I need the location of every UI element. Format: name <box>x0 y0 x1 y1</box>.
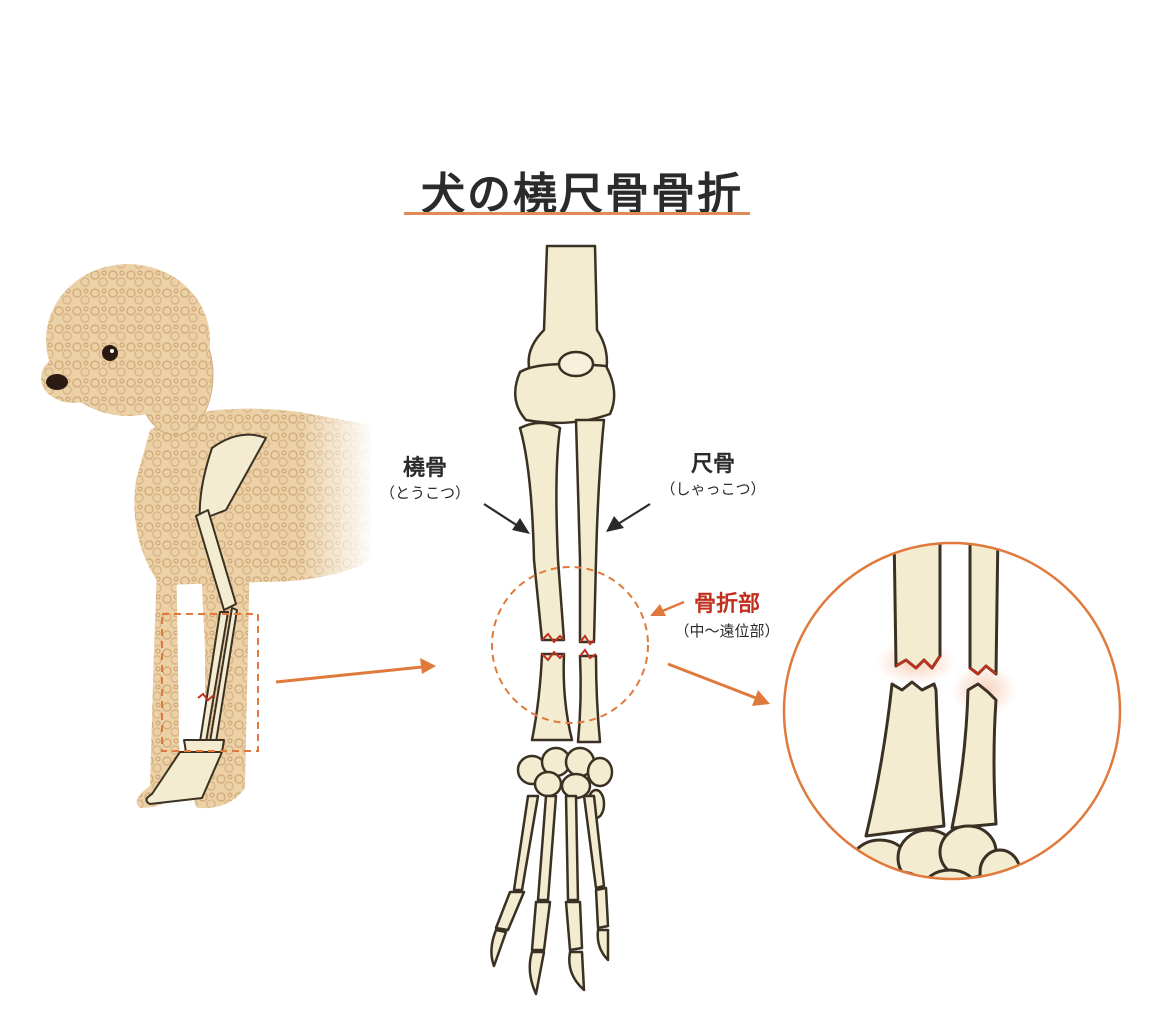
dog-illustration <box>41 264 375 809</box>
dog-nose <box>46 374 68 390</box>
ulna-label: 尺骨 <box>690 452 735 477</box>
dog-paw-bones <box>145 751 223 805</box>
leg-focus-box <box>161 613 259 752</box>
fracture-location: （中〜遠位部） <box>674 622 780 640</box>
arrow-to-zoom <box>667 662 770 706</box>
ulna-reading: （しゃっこつ） <box>660 480 766 498</box>
zoom-detail <box>782 541 1122 881</box>
dog-eye <box>102 345 118 361</box>
carpal-bones <box>516 746 614 820</box>
fracture-label: 骨折部 <box>693 592 760 617</box>
ulna-distal <box>576 654 602 744</box>
radius-bone <box>518 421 566 642</box>
radius-reading: （とうこつ） <box>379 484 470 502</box>
ulna-arrow <box>606 503 651 532</box>
radius-arrow <box>483 503 530 534</box>
zoom-ulna-proximal <box>968 543 1000 676</box>
humerus <box>195 509 237 611</box>
zoom-fracture-lines <box>895 655 997 676</box>
phalanges <box>490 886 610 996</box>
leg-skeleton <box>145 433 267 805</box>
radius-label: 橈骨 <box>402 456 447 481</box>
zoom-ulna-distal <box>950 682 998 830</box>
forelimb-skeleton <box>490 244 616 996</box>
fracture-arrow <box>650 600 685 616</box>
arrow-to-skeleton <box>275 658 436 684</box>
fracture-lines <box>541 632 597 662</box>
scapula <box>198 433 267 521</box>
dog-muzzle <box>41 353 107 403</box>
dog-fracture-mark <box>197 692 215 702</box>
page-title: 犬の橈尺骨骨折 <box>421 169 743 220</box>
title-underline <box>404 212 750 215</box>
metacarpal-bones <box>512 794 606 902</box>
zoom-border <box>782 541 1122 881</box>
radius-distal <box>530 652 574 742</box>
dog-front-leg <box>136 540 180 808</box>
fracture-focus-circle <box>491 566 649 724</box>
zoom-radius-distal <box>864 680 946 838</box>
ulna-bone <box>574 418 606 644</box>
